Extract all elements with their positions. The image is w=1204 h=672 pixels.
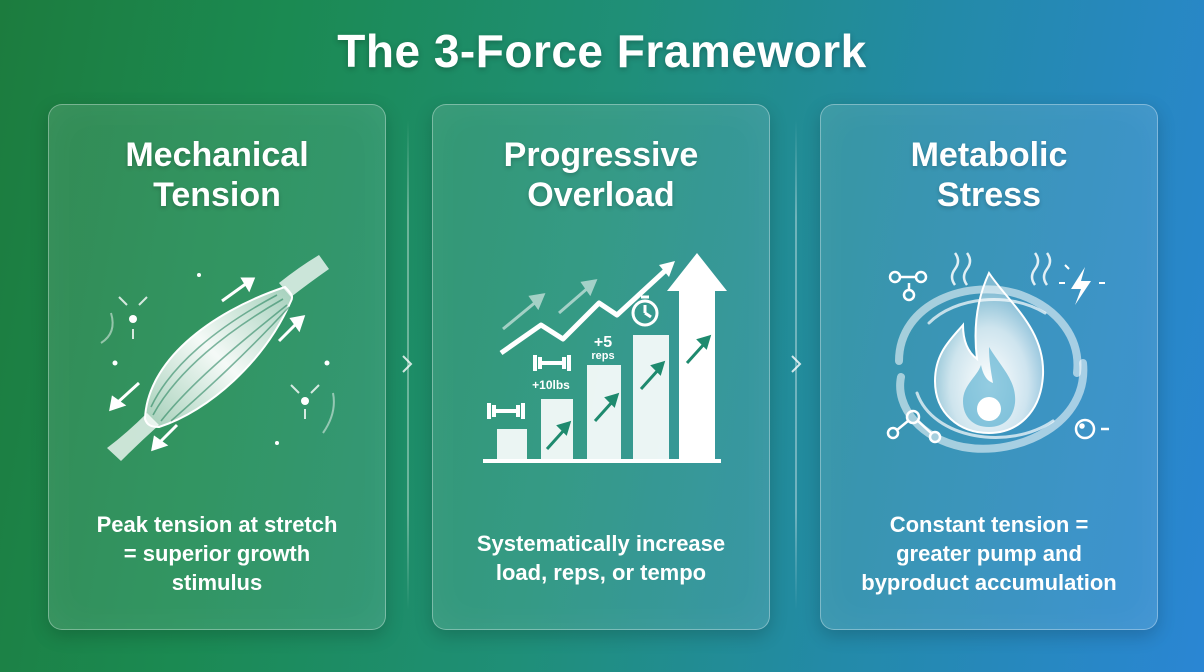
card-description-line: stimulus	[171, 570, 263, 595]
card-description-line: Peak tension at stretch	[96, 512, 338, 537]
card-description-line: load, reps, or tempo	[495, 560, 707, 585]
card-title-line: Metabolic	[910, 136, 1068, 174]
divider	[795, 120, 797, 610]
lightning-icon	[1059, 264, 1105, 305]
load-label: +10lbs	[532, 378, 570, 392]
card-title-line: Mechanical	[125, 136, 309, 174]
chart-bar	[633, 335, 669, 461]
card-description: Peak tension at stretch = superior growt…	[59, 510, 375, 597]
rising-bar-chart-icon: +10lbs +5 reps	[483, 253, 727, 463]
divider	[407, 120, 409, 610]
card-description-line: Systematically increase	[476, 531, 726, 556]
stopwatch-icon	[631, 295, 659, 327]
card-description-line: = superior growth	[123, 541, 311, 566]
up-arrow-icon	[667, 253, 727, 461]
reps-number-label: +5	[594, 334, 612, 351]
card-description: Constant tension = greater pump and bypr…	[831, 510, 1147, 597]
molecule-icon	[888, 270, 928, 302]
chevron-right-icon	[791, 355, 802, 373]
card-description-line: greater pump and	[896, 541, 1082, 566]
flame-swirl-icon	[886, 252, 1109, 453]
card-title-line: Stress	[937, 176, 1041, 214]
card-description: Systematically increase load, reps, or t…	[443, 529, 759, 587]
card-description-line: byproduct accumulation	[861, 570, 1117, 595]
chart-bar	[497, 429, 527, 461]
dumbbell-icon	[533, 355, 571, 371]
card-mechanical-tension: Mechanical Tension	[48, 104, 386, 630]
bubble-icon	[1074, 418, 1109, 440]
stretched-muscle-icon	[100, 255, 335, 461]
page-title: The 3-Force Framework	[337, 25, 867, 77]
dumbbell-icon	[487, 403, 525, 419]
card-description-line: Constant tension =	[889, 512, 1089, 537]
heat-wave-icon	[950, 252, 1052, 286]
card-metabolic-stress: Metabolic Stress	[820, 104, 1158, 630]
card-title: Mechanical Tension	[49, 135, 385, 215]
card-title: Progressive Overload	[433, 135, 769, 215]
reps-word-label: reps	[591, 350, 614, 362]
card-title-line: Tension	[153, 176, 281, 214]
card-progressive-overload: Progressive Overload	[432, 104, 770, 630]
card-title-line: Progressive	[503, 136, 699, 174]
card-title: Metabolic Stress	[821, 135, 1157, 215]
molecule-icon	[886, 409, 942, 444]
card-title-line: Overload	[527, 176, 675, 214]
chevron-right-icon	[402, 355, 413, 373]
